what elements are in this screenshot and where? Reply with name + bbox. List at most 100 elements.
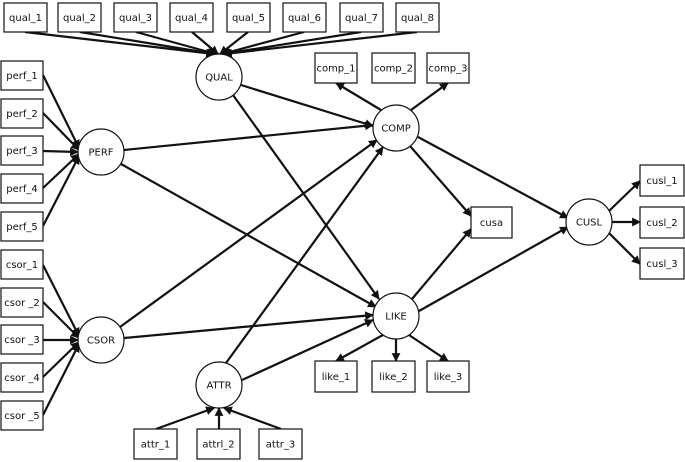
- indicator-label: attrl_2: [202, 440, 234, 451]
- indicator-label: perf_5: [6, 222, 38, 233]
- indicator-box: [426, 52, 470, 84]
- indicator-box: [113, 2, 158, 33]
- latent-label: PERF: [88, 148, 113, 159]
- edge-csor-to-comp: [119, 139, 378, 328]
- indicator-label: qual_7: [345, 13, 378, 24]
- indicator-box: [196, 428, 241, 460]
- indicator-label: csor_1: [6, 260, 38, 271]
- indicator-qual-4: qual_4: [169, 2, 214, 33]
- latent-comp: COMP: [372, 104, 420, 152]
- indicator-box: [339, 2, 384, 33]
- indicator-comp-2: comp_2: [371, 52, 416, 84]
- indicator-label: cusl_1: [646, 176, 677, 187]
- latent-perf: PERF: [77, 128, 125, 176]
- edge-attr-to-like: [241, 318, 374, 382]
- latent-label: ATTR: [206, 381, 231, 392]
- indicator-label: cusa: [480, 218, 503, 229]
- latent-like: LIKE: [372, 292, 420, 340]
- latent-circle: [77, 128, 125, 176]
- edge-perf-to-like: [120, 163, 377, 308]
- indicator-comp-3: comp_3: [426, 52, 470, 84]
- indicator-qual-2: qual_2: [57, 2, 102, 33]
- indicator-label: qual_3: [119, 13, 152, 24]
- edge-like-to-cusa: [411, 228, 472, 300]
- edge-qual_8-to-qual: [223, 30, 418, 58]
- indicator-label: perf_4: [6, 184, 38, 195]
- indicator-box: [169, 2, 214, 33]
- indicator-perf-2: perf_2: [0, 98, 44, 129]
- indicator-comp-1: comp_1: [314, 52, 358, 84]
- edge-comp-to-comp_1: [335, 82, 382, 111]
- indicator-label: attr_3: [266, 440, 295, 451]
- indicator-box: [0, 135, 44, 166]
- indicator-label: qual_4: [175, 13, 208, 24]
- edge-perf_5-to-perf: [42, 155, 80, 227]
- indicator-label: perf_2: [6, 109, 38, 120]
- indicator-box: [3, 2, 48, 33]
- indicator-cusl-2: cusl_2: [639, 206, 685, 239]
- indicator-box: [226, 2, 271, 33]
- edge-csor-to-like: [123, 311, 374, 340]
- indicator-label: csor _2: [4, 298, 39, 309]
- latent-label: QUAL: [205, 73, 233, 84]
- edge-like-to-cusl: [418, 226, 569, 312]
- indicator-box: [371, 360, 416, 393]
- edge-qual_2-to-qual: [79, 30, 216, 58]
- edge-qual_7-to-qual: [222, 30, 362, 58]
- indicator-csor-1: csor_1: [0, 249, 44, 280]
- edge-qual_6-to-qual: [221, 30, 305, 57]
- indicator-box: [639, 206, 685, 239]
- indicator-label: csor _4: [4, 373, 39, 384]
- indicator-csor-4: csor _4: [0, 362, 44, 393]
- indicator-csor-2: csor _2: [0, 287, 44, 318]
- edge-cusl-to-cusl_1: [608, 180, 641, 212]
- edge-like-to-like_1: [335, 334, 384, 362]
- latent-circle: [565, 198, 613, 246]
- indicator-box: [0, 324, 44, 355]
- indicator-qual-6: qual_6: [282, 2, 327, 33]
- edge-csor_1-to-csor: [42, 264, 80, 337]
- indicator-box: [314, 52, 358, 84]
- indicator-box: [282, 2, 327, 33]
- indicator-perf-5: perf_5: [0, 211, 44, 242]
- edge-comp-to-cusa: [409, 145, 472, 217]
- edge-qual-to-comp: [240, 83, 374, 128]
- indicator-box: [0, 173, 44, 204]
- latent-circle: [372, 104, 420, 152]
- edge-comp-to-comp_3: [410, 82, 449, 111]
- latent-label: CUSL: [576, 218, 603, 229]
- indicator-box: [0, 249, 44, 280]
- indicator-label: qual_8: [401, 13, 434, 24]
- indicator-label: attr_1: [141, 440, 170, 451]
- indicator-qual-7: qual_7: [339, 2, 384, 33]
- indicator-box: [258, 428, 303, 460]
- indicator-csor-3: csor _3: [0, 324, 44, 355]
- latent-label: COMP: [381, 124, 411, 135]
- indicator-box: [0, 60, 44, 91]
- indicator-like-2: like_2: [371, 360, 416, 393]
- edge-attr_3-to-attr: [223, 406, 282, 431]
- indicator-qual-8: qual_8: [395, 2, 440, 33]
- indicator-box: [426, 360, 470, 393]
- indicator-perf-4: perf_4: [0, 173, 44, 204]
- indicator-box: [57, 2, 102, 33]
- edge-attr_1-to-attr: [155, 406, 215, 431]
- indicator-cusl-1: cusl_1: [639, 164, 685, 197]
- indicator-label: like_3: [434, 372, 463, 383]
- indicator-box: [0, 98, 44, 129]
- indicator-like-3: like_3: [426, 360, 470, 393]
- edge-attr-to-comp: [225, 146, 384, 364]
- indicator-label: qual_5: [232, 13, 265, 24]
- edge-csor_2-to-csor: [42, 301, 80, 339]
- indicator-label: comp_2: [374, 64, 413, 75]
- indicator-label: qual_6: [288, 13, 321, 24]
- indicator-like-1: like_1: [314, 360, 358, 393]
- indicator-qual-3: qual_3: [113, 2, 158, 33]
- latent-circle: [195, 53, 243, 101]
- indicator-label: perf_3: [6, 146, 38, 157]
- indicator-cusl-3: cusl_3: [639, 247, 685, 280]
- indicator-qual-1: qual_1: [3, 2, 48, 33]
- indicator-label: like_1: [322, 372, 351, 383]
- edge-csor_4-to-csor: [42, 341, 80, 378]
